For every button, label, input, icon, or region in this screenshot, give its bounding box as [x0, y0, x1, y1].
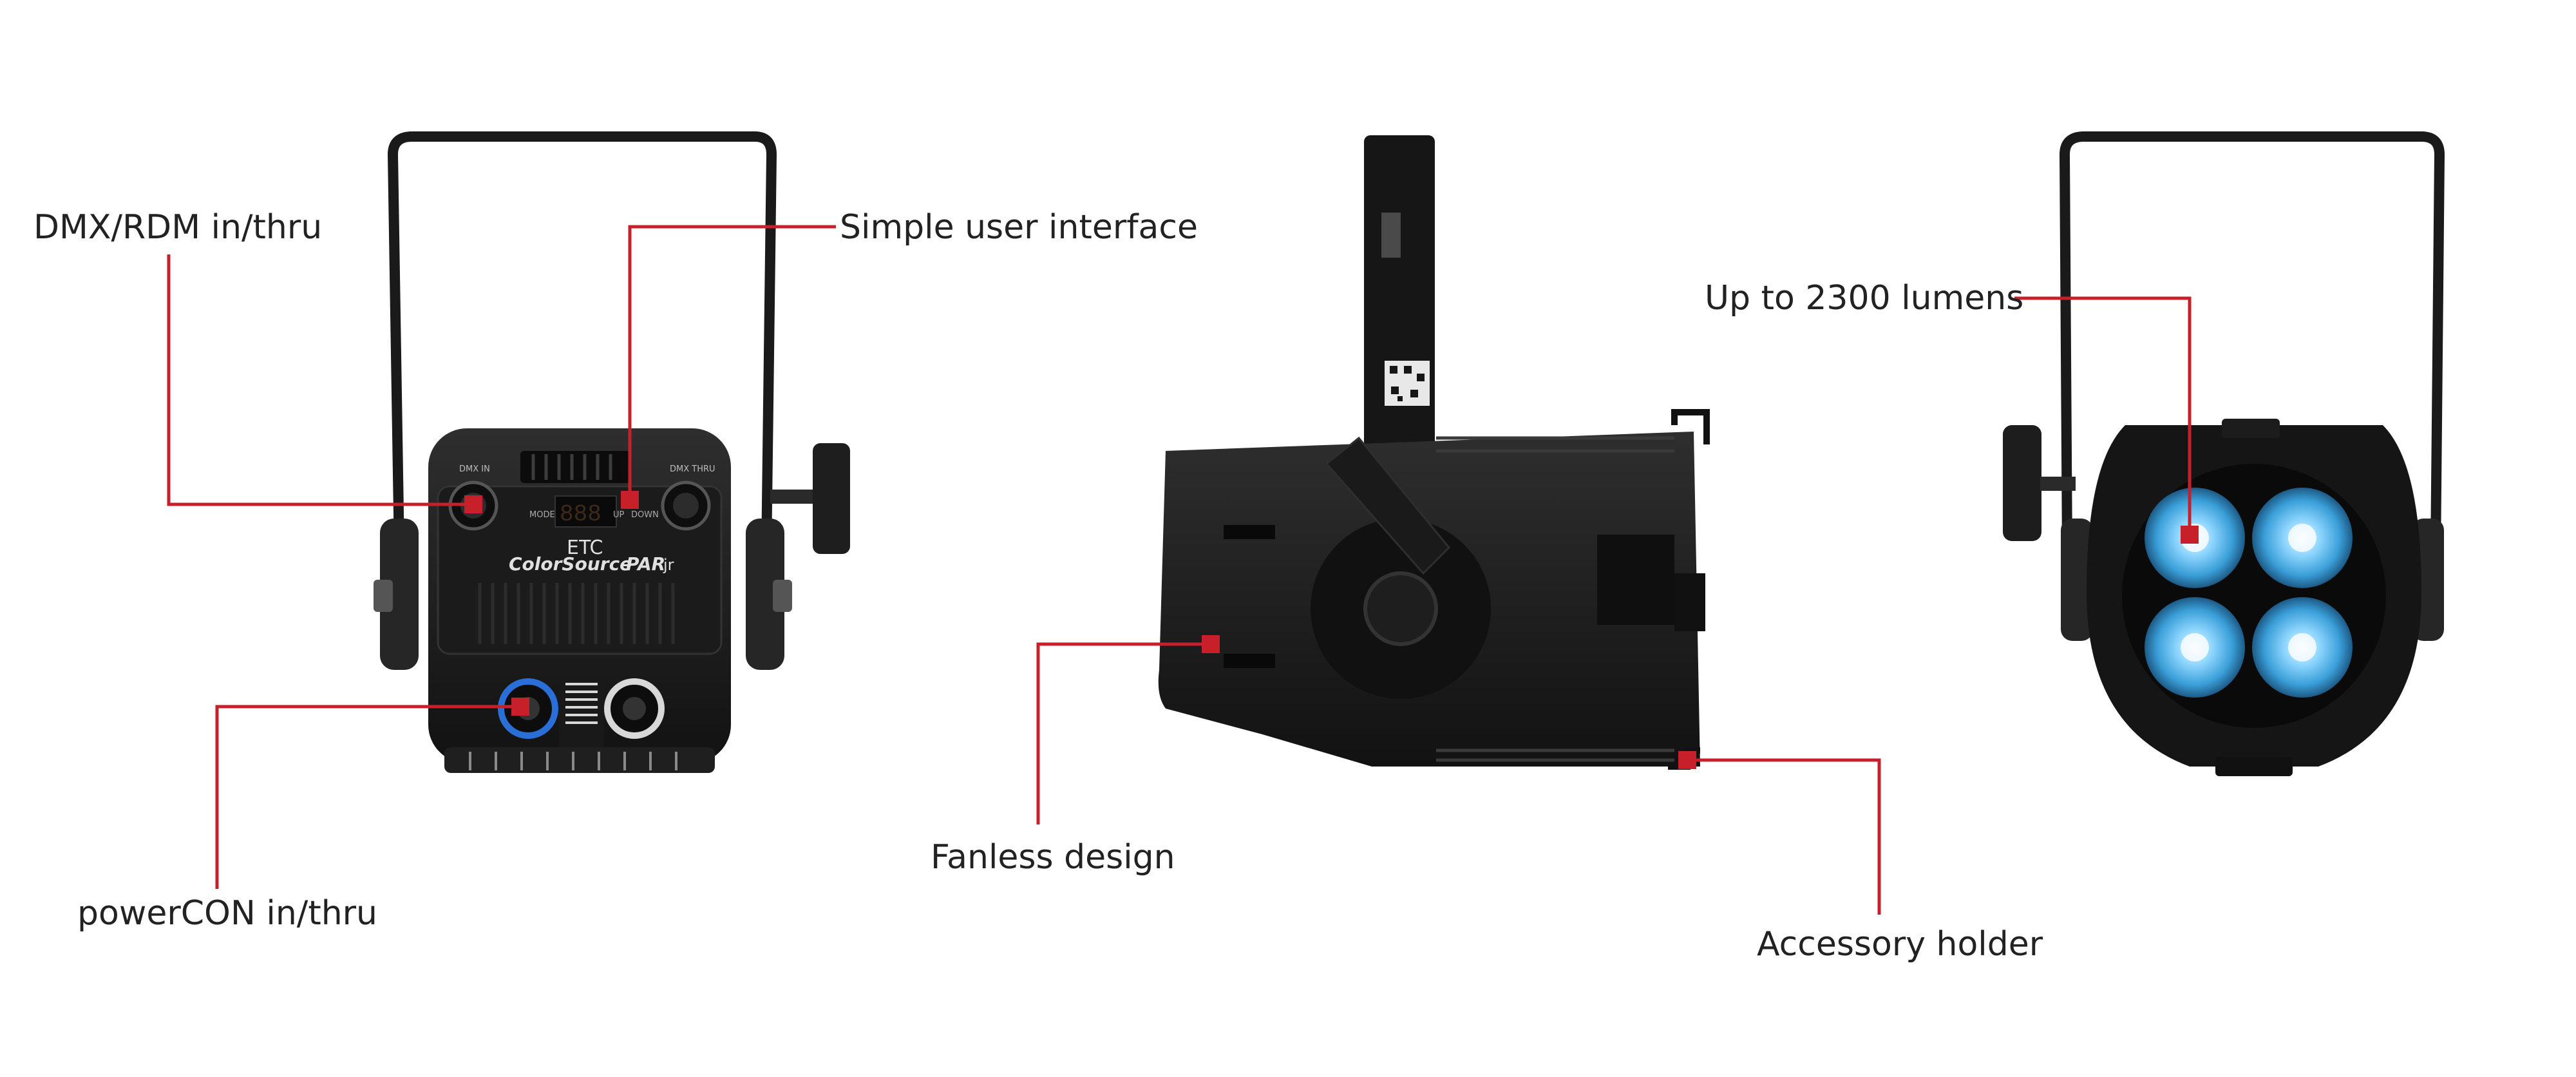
side-view-fixture: [1158, 135, 1710, 770]
power-leader-line: [215, 705, 520, 889]
ui-marker: [621, 491, 639, 509]
model-suffix: PAR: [626, 553, 665, 575]
powercon-thru-connector-icon: [604, 678, 665, 739]
dmx-thru-text: DMX THRU: [670, 464, 715, 474]
led-emitter-icon: [2252, 597, 2353, 698]
callout-accessory-holder: Accessory holder: [1757, 925, 2043, 964]
front-view-fixture: [2003, 131, 2445, 776]
callout-powercon: powerCON in/thru: [77, 894, 377, 933]
dmx-thru-connector-icon: [661, 481, 711, 531]
callout-dmx-rdm: DMX/RDM in/thru: [33, 208, 323, 247]
callout-lumens: Up to 2300 lumens: [1705, 279, 2024, 318]
power-marker: [511, 698, 529, 716]
led-emitter-icon: [2145, 597, 2245, 698]
ui-leader-line: [628, 225, 836, 500]
fanless-marker: [1202, 635, 1220, 653]
accessory-marker: [1678, 751, 1696, 769]
etc-logo: ETC: [567, 537, 603, 559]
up-label: UP: [613, 510, 625, 520]
callout-fanless: Fanless design: [931, 838, 1175, 877]
dmx-leader-line: [167, 254, 473, 506]
dmx-marker: [464, 495, 482, 513]
model-name: ColorSource: [509, 553, 632, 575]
dmx-in-text: DMX IN: [459, 464, 490, 474]
led-display: 888: [560, 501, 601, 528]
led-emitter-icon: [2252, 488, 2353, 588]
mode-label: MODE: [529, 510, 555, 520]
accessory-leader-line: [1687, 758, 1881, 915]
model-jr: jr: [663, 556, 674, 574]
down-label: DOWN: [631, 510, 659, 520]
rear-view-fixture: DMX IN DMX THRU 888 MODE UP DOWN ETC Col…: [374, 131, 850, 773]
lumens-leader-line: [2014, 296, 2192, 535]
callout-user-interface: Simple user interface: [840, 208, 1198, 247]
fanless-leader-line: [1036, 642, 1211, 824]
lumens-marker: [2181, 526, 2199, 544]
